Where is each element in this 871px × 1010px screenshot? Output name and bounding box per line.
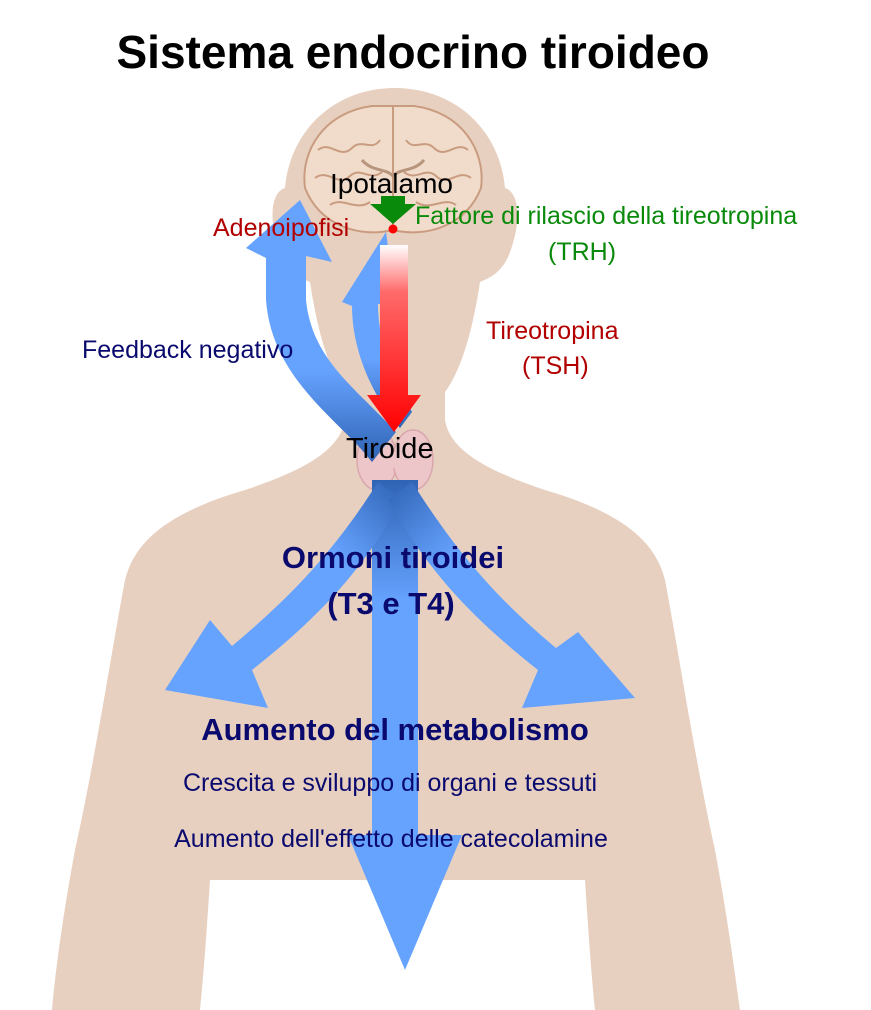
label-trh-name: Fattore di rilascio della tireotropina (415, 202, 798, 230)
trh-arrow (370, 196, 416, 224)
label-trh-abbr: (TRH) (548, 238, 617, 266)
label-thyroid: Tiroide (346, 433, 434, 465)
hormone-arrow-down (348, 480, 462, 970)
tsh-arrow (367, 245, 421, 432)
label-hypothalamus: Ipotalamo (330, 168, 453, 199)
pituitary-dot (388, 224, 398, 234)
label-effect-growth: Crescita e sviluppo di organi e tessuti (182, 769, 598, 797)
label-thyroid-hormones-abbr: (T3 e T4) (327, 586, 455, 621)
hormone-arrow-left (165, 482, 402, 708)
label-metabolism: Aumento del metabolismo (201, 712, 589, 747)
label-tsh-name: Tireotropina (486, 317, 619, 345)
label-thyroid-hormones: Ormoni tiroidei (281, 540, 505, 575)
brain-icon (303, 105, 483, 234)
diagram-title: Sistema endocrino tiroideo (116, 26, 710, 78)
feedback-arrow-hypothalamus (246, 200, 396, 462)
label-negative-feedback: Feedback negativo (82, 336, 294, 364)
label-tsh-abbr: (TSH) (522, 352, 589, 380)
hormone-arrow-right (388, 482, 635, 708)
label-pituitary: Adenoipofisi (213, 214, 350, 242)
label-effect-catecholamines: Aumento dell'effetto delle catecolamine (174, 825, 608, 853)
